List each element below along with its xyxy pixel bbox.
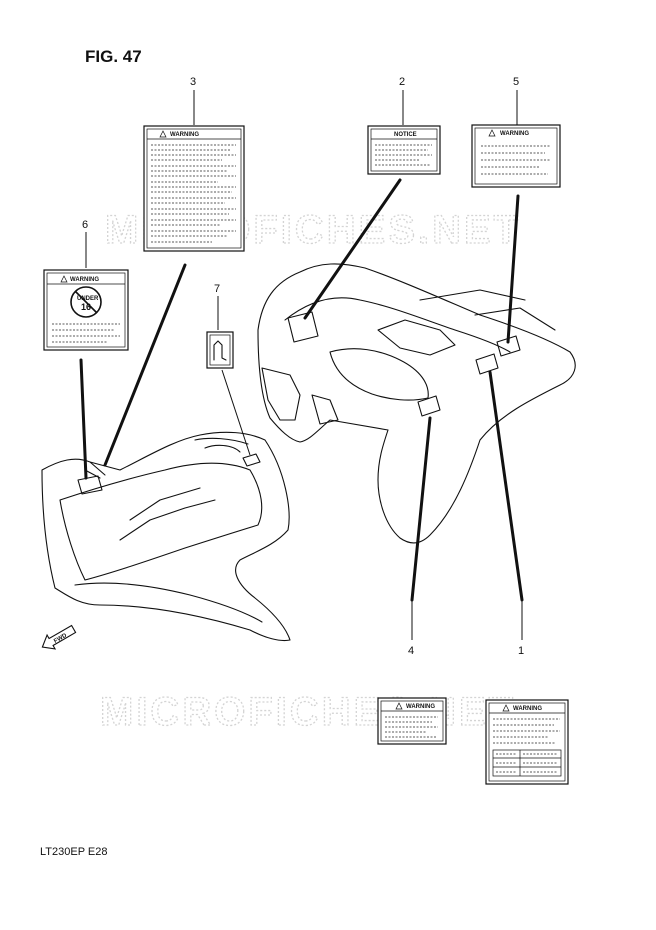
callout-4: 4: [408, 645, 414, 657]
warning-heading: WARNING: [170, 132, 199, 138]
label-5-warning: WARNING: [471, 124, 561, 188]
callout-5: 5: [513, 76, 519, 88]
warning-heading: WARNING: [513, 706, 542, 712]
watermark-bottom: MICROFICHES.NET: [100, 690, 516, 734]
figure-title: FIG. 47: [85, 47, 142, 66]
callout-1: 1: [518, 645, 524, 657]
label-2-notice: NOTICE: [367, 125, 441, 175]
callout-2: 2: [399, 76, 405, 88]
label-6-under-16-warning: WARNING UNDER 16: [43, 269, 129, 351]
label-7-shift-diagram: [206, 331, 234, 369]
rear-fender: [257, 263, 576, 544]
label-1-warning: WARNING: [485, 699, 569, 785]
model-code: LT230EP E28: [40, 846, 107, 858]
warning-heading: WARNING: [70, 277, 99, 283]
label-3-warning: WARNING: [143, 125, 245, 252]
warning-triangle-icon: [60, 275, 68, 283]
warning-triangle-icon: [502, 704, 510, 712]
callout-7: 7: [214, 283, 220, 295]
callout-3: 3: [190, 76, 196, 88]
front-fender: [41, 431, 291, 642]
warning-heading: WARNING: [406, 704, 435, 710]
spec-table: [492, 749, 562, 777]
notice-heading: NOTICE: [394, 132, 417, 138]
warning-triangle-icon: [488, 129, 496, 137]
shift-lever-icon: [213, 340, 227, 361]
under-text: UNDER: [77, 296, 99, 302]
prohibition-circle-icon: [70, 286, 102, 318]
forward-arrow-icon: FWD: [41, 624, 77, 650]
callout-6: 6: [82, 219, 88, 231]
warning-triangle-icon: [395, 702, 403, 710]
warning-triangle-icon: [159, 130, 167, 138]
label-4-warning: WARNING: [377, 697, 447, 745]
warning-heading: WARNING: [500, 131, 529, 137]
age-number: 16: [81, 302, 91, 312]
